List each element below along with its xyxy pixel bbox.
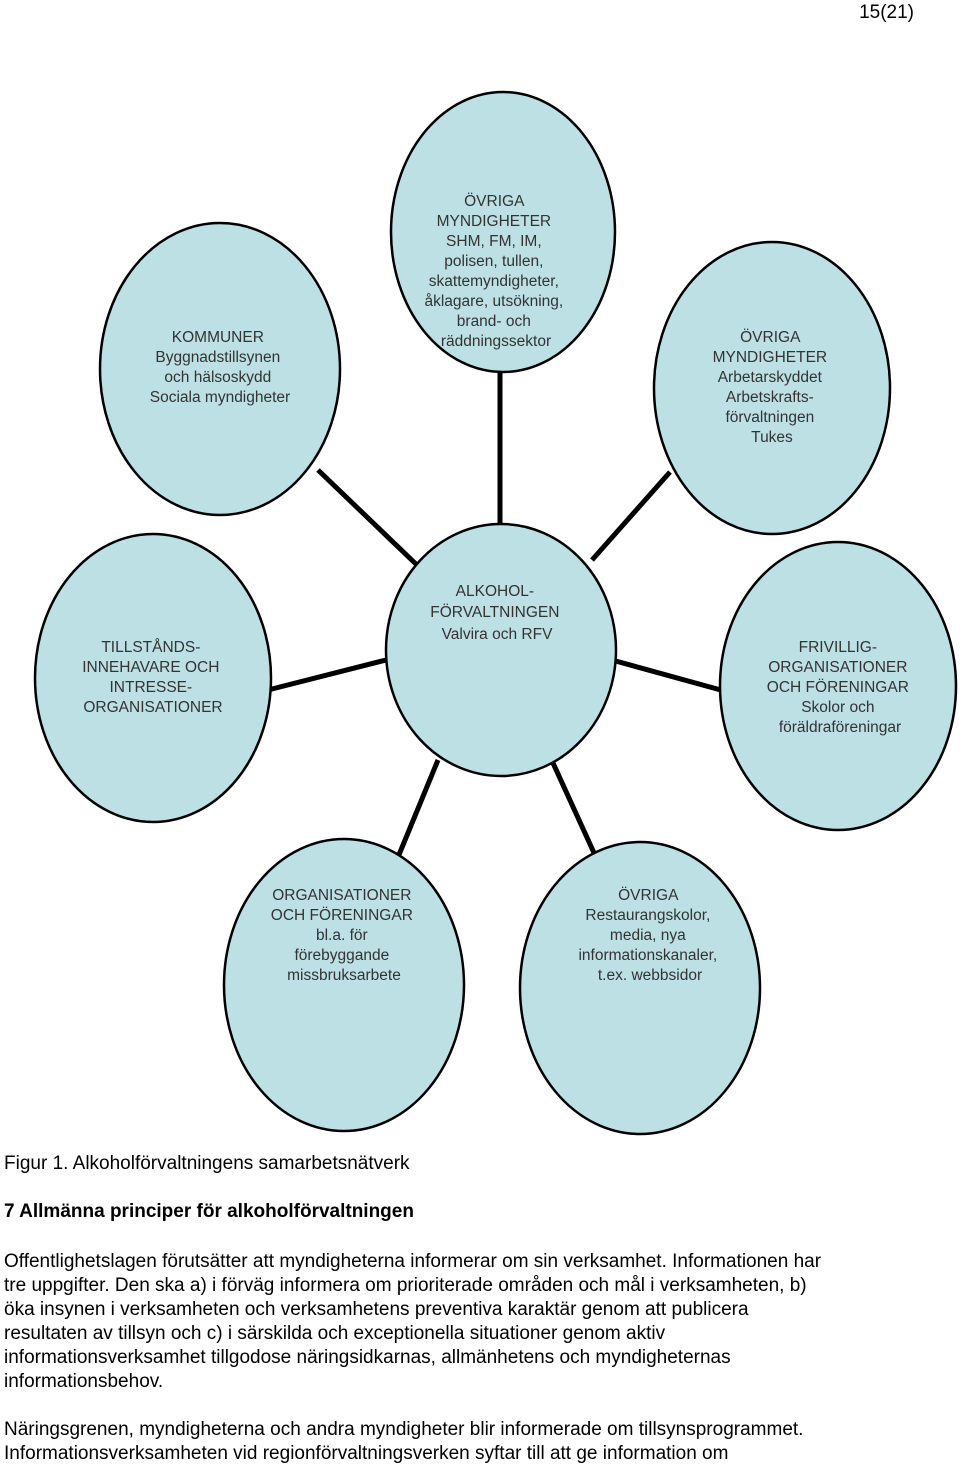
node-line: förebyggande (294, 947, 389, 964)
node-line: ÖVRIGA (740, 328, 801, 346)
connector-top-right (590, 470, 672, 562)
node-line: media, nya (610, 927, 686, 944)
node-line: FRIVILLIG- (799, 639, 877, 656)
node-line: brand- och (457, 313, 531, 330)
node-bottom-left-label: ORGANISATIONER OCH FÖRENINGAR bl.a. för … (271, 887, 417, 984)
node-line: åklagare, utsökning, (424, 293, 563, 310)
node-line: Arbetskrafts- (726, 389, 814, 406)
paragraph-line: Näringsgrenen, myndigheterna och andra m… (4, 1419, 804, 1440)
node-bottom-left-circle (222, 837, 466, 1133)
page-number: 15(21) (859, 2, 914, 23)
node-line: räddningssektor (441, 333, 551, 350)
paragraph: Näringsgrenen, myndigheterna och andra m… (4, 1418, 934, 1466)
section-heading: 7 Allmänna principer för alkoholförvaltn… (4, 1201, 414, 1222)
node-line: och hälsoskydd (164, 369, 271, 386)
connector-left (267, 657, 387, 693)
node-line: polisen, tullen, (444, 253, 543, 270)
connector-bottom-left (393, 759, 441, 863)
node-line: ORGANISATIONER (272, 887, 411, 904)
node-top-right-label: ÖVRIGA MYNDIGHETER Arbetarskyddet Arbets… (713, 328, 832, 446)
node-bottom-right-circle (518, 840, 762, 1136)
node-line: MYNDIGHETER (713, 349, 828, 366)
node-line: MYNDIGHETER (437, 213, 552, 230)
connector-top-left (316, 468, 420, 568)
node-line: Skolor och (801, 699, 874, 716)
node-line: Tukes (751, 429, 793, 446)
node-left-circle (33, 532, 273, 824)
node-line: ORGANISATIONER (768, 659, 907, 676)
node-line: Arbetarskyddet (718, 369, 823, 386)
node-line: skattemyndigheter, (429, 273, 559, 290)
node-line: informationskanaler, (578, 947, 717, 964)
node-center-label: ALKOHOL- FÖRVALTNINGEN Valvira och RFV (430, 583, 564, 643)
node-line: Byggnadstillsynen (155, 349, 280, 366)
node-top-label: ÖVRIGA MYNDIGHETER SHM, FM, IM, polisen,… (424, 192, 567, 350)
paragraph-line: öka insynen i verksamheten och verksamhe… (4, 1299, 749, 1320)
node-line: TILLSTÅNDS- (101, 639, 200, 656)
node-circles (33, 90, 958, 1136)
node-line: Sociala myndigheter (150, 389, 290, 406)
node-line: Valvira och RFV (442, 626, 553, 643)
node-line: ALKOHOL- (456, 583, 534, 600)
node-line: FÖRVALTNINGEN (430, 603, 559, 621)
node-right-circle (718, 540, 958, 832)
node-top-right-circle (652, 240, 892, 536)
paragraph-line: Informationsverksamheten vid regionförva… (4, 1443, 729, 1464)
node-top-left-circle (98, 221, 342, 517)
node-line: t.ex. webbsidor (598, 967, 702, 984)
node-line: ÖVRIGA (618, 886, 679, 904)
paragraph-line: tre uppgifter. Den ska a) i förväg infor… (4, 1275, 807, 1296)
node-left-label: TILLSTÅNDS- INNEHAVARE OCH INTRESSE- ORG… (82, 639, 224, 716)
connector-bottom-right (545, 750, 603, 868)
node-line: INTRESSE- (110, 679, 193, 696)
connector-right (611, 657, 729, 695)
paragraph-line: informationsbehov. (4, 1371, 164, 1392)
paragraph-line: resultaten av tillsyn och c) i särskilda… (4, 1323, 666, 1344)
network-diagram: ÖVRIGA MYNDIGHETER SHM, FM, IM, polisen,… (33, 90, 958, 1136)
node-top-circle (389, 90, 617, 374)
node-top-left-label: KOMMUNER Byggnadstillsynen och hälsoskyd… (150, 329, 290, 406)
node-line: ORGANISATIONER (83, 699, 222, 716)
paragraph: Offentlighetslagen förutsätter att myndi… (4, 1250, 934, 1394)
node-line: Restaurangskolor, (585, 907, 710, 924)
node-line: ÖVRIGA (464, 192, 525, 210)
node-line: föräldraföreningar (779, 719, 901, 736)
node-line: förvaltningen (725, 409, 814, 426)
node-bottom-right-label: ÖVRIGA Restaurangskolor, media, nya info… (578, 886, 721, 984)
paragraph-line: Offentlighetslagen förutsätter att myndi… (4, 1251, 822, 1272)
node-center-circle (384, 522, 618, 778)
figure-caption: Figur 1. Alkoholförvaltningens samarbets… (4, 1153, 410, 1174)
node-line: missbruksarbete (287, 967, 401, 984)
node-line: SHM, FM, IM, (446, 233, 542, 250)
connectors (267, 370, 729, 868)
node-line: OCH FÖRENINGAR (271, 906, 413, 924)
node-line: OCH FÖRENINGAR (767, 678, 909, 696)
node-line: INNEHAVARE OCH (82, 659, 219, 676)
node-right-label: FRIVILLIG- ORGANISATIONER OCH FÖRENINGAR… (767, 639, 913, 736)
paragraph-line: informationsverksamhet tillgodose näring… (4, 1347, 731, 1368)
node-line: KOMMUNER (172, 329, 264, 346)
node-line: bl.a. för (316, 927, 368, 944)
